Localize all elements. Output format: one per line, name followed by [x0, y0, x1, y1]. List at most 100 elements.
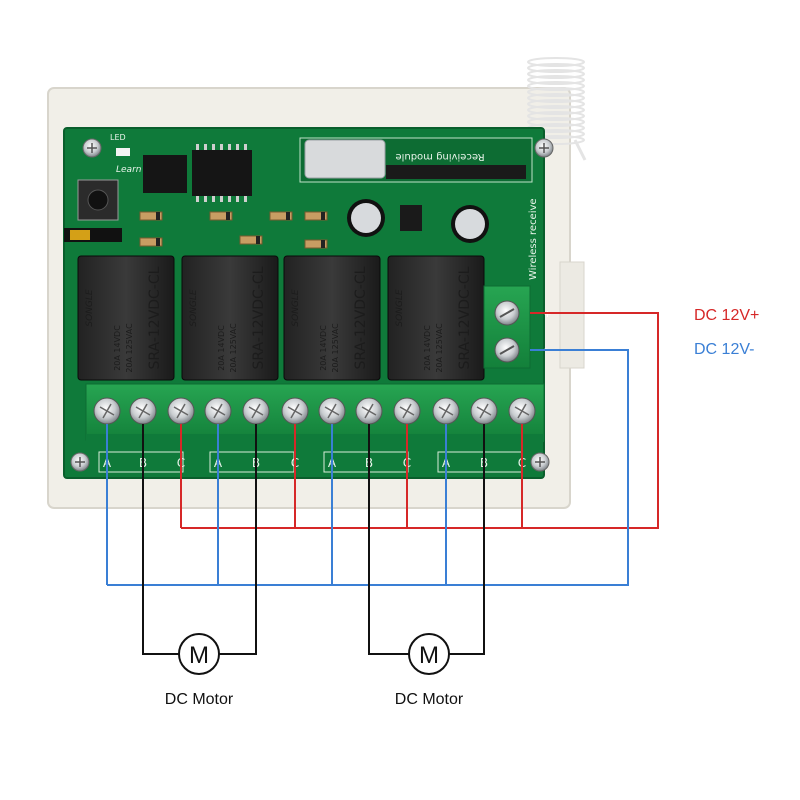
ic-chips — [143, 144, 252, 202]
minus-sign: - — [544, 341, 548, 355]
ic-pin — [244, 196, 247, 202]
relay-brand: SONGLE — [85, 289, 95, 327]
relay-model: SRA-12VDC-CL — [353, 266, 369, 369]
wire-motor-2-left — [368, 424, 409, 655]
diodes — [139, 211, 328, 249]
diode — [209, 211, 233, 221]
screw-slot — [287, 403, 303, 419]
antenna-turn — [527, 87, 585, 97]
screw-slot — [135, 403, 151, 419]
diode-band — [256, 236, 260, 244]
relay-model: SRA-12VDC-CL — [457, 266, 473, 369]
ic-pin — [212, 196, 215, 202]
relay-brand: SONGLE — [291, 289, 301, 327]
dc-positive-label: DC 12V+ — [694, 307, 759, 324]
dc-negative-label: DC 12V- — [694, 341, 754, 358]
side-label: Wireless receive — [528, 198, 539, 280]
screw-slot — [87, 143, 97, 153]
motor-1: M DC Motor — [165, 633, 234, 708]
diode-band — [226, 212, 230, 220]
relay-rating-1: 20A 14VDC — [113, 325, 122, 371]
wire-positive-bus — [181, 312, 659, 529]
screw-slot — [539, 143, 549, 153]
led-indicator — [116, 148, 130, 156]
output-terminal-block — [85, 383, 545, 442]
antenna-turn — [527, 63, 585, 73]
relay-rating-1: 20A 14VDC — [217, 325, 226, 371]
ic-pin — [212, 144, 215, 150]
motor-2: M DC Motor — [395, 633, 464, 708]
antenna-turn — [527, 75, 585, 85]
diode-band — [321, 212, 325, 220]
learn-button[interactable] — [77, 179, 119, 221]
diode — [139, 237, 163, 247]
diode — [269, 211, 293, 221]
screw-slot — [399, 403, 415, 419]
antenna-turn — [527, 105, 585, 115]
ic-pin — [220, 144, 223, 150]
voltage-regulator — [400, 205, 422, 231]
screw-slot — [499, 308, 515, 318]
ic-pin — [220, 196, 223, 202]
relay-rating-2: 20A 125VAC — [331, 323, 340, 373]
screw-slot — [499, 345, 515, 355]
diode — [304, 239, 328, 249]
screw-slot — [535, 457, 545, 467]
screw-slot — [324, 403, 340, 419]
ic-pin — [196, 196, 199, 202]
module-label: Receiving module — [395, 151, 484, 162]
diode-band — [286, 212, 290, 220]
learn-label: Learn — [116, 165, 142, 175]
relay-model: SRA-12VDC-CL — [251, 266, 267, 369]
diode-band — [321, 240, 325, 248]
screw-slot — [173, 403, 189, 419]
ic-pin — [196, 144, 199, 150]
ic-pin — [236, 144, 239, 150]
wires — [106, 312, 659, 655]
jumper-header — [64, 228, 122, 242]
mounting-screws — [70, 138, 554, 472]
relay-model: SRA-12VDC-CL — [147, 266, 163, 369]
diode-band — [156, 212, 160, 220]
antenna-turn — [527, 117, 585, 127]
screw-slot — [361, 403, 377, 419]
antenna-turn — [527, 99, 585, 109]
relay-rating-2: 20A 125VAC — [229, 323, 238, 373]
antenna-coil — [527, 57, 587, 166]
relay-rating-2: 20A 125VAC — [435, 323, 444, 373]
screw-slot — [99, 403, 115, 419]
wire-negative-bus — [107, 349, 629, 586]
ic-pin — [228, 196, 231, 202]
diode-band — [156, 238, 160, 246]
relay-brand: SONGLE — [189, 289, 199, 327]
channel-1-label-box — [98, 451, 184, 473]
motor-2-label: DC Motor — [395, 691, 464, 708]
diode — [239, 235, 263, 245]
motor-1-symbol-circle — [178, 633, 220, 675]
screw-slot — [210, 403, 226, 419]
screw-slot — [438, 403, 454, 419]
wire-motor-1-left — [142, 424, 179, 655]
ic-pin — [204, 144, 207, 150]
relay-rating-2: 20A 125VAC — [125, 323, 134, 373]
wire-motor-1-right — [219, 424, 257, 655]
capacitors — [347, 199, 489, 243]
relay-rating-1: 20A 14VDC — [319, 325, 328, 371]
wire-motor-2-right — [449, 424, 485, 655]
antenna-turn — [527, 57, 585, 67]
screw-slot — [476, 403, 492, 419]
antenna-turn — [527, 81, 585, 91]
screw-slot — [248, 403, 264, 419]
motor-2-symbol: M — [419, 642, 439, 669]
ic-pin — [204, 196, 207, 202]
diode — [139, 211, 163, 221]
receiver-module: Receiving module — [299, 137, 533, 183]
antenna-turn — [527, 93, 585, 103]
diode — [304, 211, 328, 221]
